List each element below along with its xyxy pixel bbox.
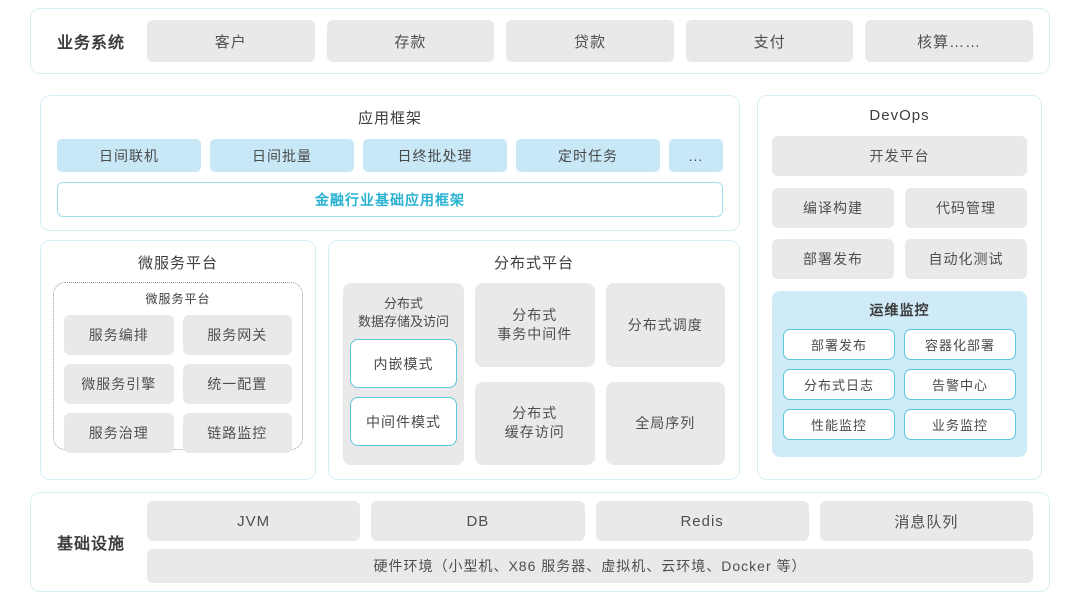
base-framework-bar: 金融行业基础应用框架: [57, 182, 723, 217]
devops-dev-platform: 开发平台: [772, 136, 1027, 176]
business-item-deposit: 存款: [326, 20, 495, 62]
module-daytime-batch: 日间批量: [210, 139, 354, 172]
monitor-containerized-deploy: 容器化部署: [904, 329, 1016, 360]
distributed-body: 分布式 数据存储及访问 内嵌模式 中间件模式 分布式 事务中间件 分布式 缓存访…: [343, 283, 725, 465]
ms-service-governance: 服务治理: [64, 413, 174, 453]
app-framework-section: 应用框架 日间联机 日间批量 日终批处理 定时任务 ... 金融行业基础应用框架: [40, 95, 740, 231]
business-item-payment: 支付: [685, 20, 854, 62]
business-item-customer: 客户: [147, 20, 315, 62]
distributed-col-right: 分布式调度 全局序列: [605, 283, 725, 465]
devops-code-management: 代码管理: [905, 188, 1027, 228]
distributed-global-sequence: 全局序列: [605, 381, 725, 465]
module-eod-batch: 日终批处理: [363, 139, 507, 172]
module-more: ...: [669, 139, 723, 172]
microservice-inner-title: 微服务平台: [145, 292, 211, 306]
infra-jvm: JVM: [147, 501, 361, 541]
distributed-title: 分布式平台: [493, 255, 574, 272]
storage-embedded-mode: 内嵌模式: [350, 339, 457, 389]
infra-db: DB: [371, 501, 585, 541]
ops-monitoring-title: 运维监控: [869, 302, 930, 318]
microservice-title: 微服务平台: [137, 255, 218, 272]
infrastructure-label: 基础设施: [56, 536, 125, 553]
infra-hardware-environment: 硬件环境（小型机、X86 服务器、虚拟机、云环境、Docker 等）: [147, 549, 1033, 583]
infrastructure-section: 基础设施 JVM DB Redis 消息队列 硬件环境（小型机、X86 服务器、…: [30, 492, 1050, 592]
module-scheduled-task: 定时任务: [516, 139, 660, 172]
ms-unified-config: 统一配置: [182, 364, 292, 404]
devops-deploy-release: 部署发布: [772, 239, 894, 279]
storage-middleware-mode: 中间件模式: [350, 397, 457, 447]
devops-automated-testing: 自动化测试: [905, 239, 1027, 279]
business-systems-label: 业务系统: [56, 35, 125, 52]
monitor-distributed-log: 分布式日志: [783, 369, 895, 400]
ops-monitoring-panel: 运维监控 部署发布 容器化部署 分布式日志 告警中心 性能监控 业务监控: [772, 291, 1027, 457]
distributed-platform-section: 分布式平台 分布式 数据存储及访问 内嵌模式 中间件模式 分布式 事务中间件 分…: [328, 240, 740, 480]
module-daytime-online: 日间联机: [57, 139, 201, 172]
business-item-accounting: 核算……: [865, 20, 1033, 62]
infra-message-queue: 消息队列: [819, 501, 1033, 541]
ms-service-orchestration: 服务编排: [64, 315, 174, 355]
monitor-alert-center: 告警中心: [904, 369, 1016, 400]
monitor-deploy-release: 部署发布: [783, 329, 895, 360]
business-item-loan: 贷款: [506, 20, 674, 62]
app-framework-modules: 日间联机 日间批量 日终批处理 定时任务 ...: [57, 139, 723, 172]
distributed-storage-label: 分布式 数据存储及访问: [357, 296, 449, 329]
ms-trace-monitoring: 链路监控: [182, 413, 292, 453]
distributed-transaction-middleware: 分布式 事务中间件: [475, 283, 595, 367]
business-systems-section: 业务系统 客户 存款 贷款 支付 核算……: [30, 8, 1050, 74]
devops-tools-grid: 编译构建 代码管理 部署发布 自动化测试: [772, 188, 1027, 279]
devops-compile-build: 编译构建: [772, 188, 894, 228]
monitor-performance: 性能监控: [783, 409, 895, 440]
distributed-storage-block: 分布式 数据存储及访问 内嵌模式 中间件模式: [343, 283, 464, 465]
microservice-inner-box: 微服务平台 服务编排 服务网关 微服务引擎 统一配置 服务治理 链路监控: [53, 282, 303, 453]
microservice-grid: 服务编排 服务网关 微服务引擎 统一配置 服务治理 链路监控: [64, 315, 292, 453]
distributed-col-middle: 分布式 事务中间件 分布式 缓存访问: [475, 283, 595, 465]
devops-title: DevOps: [869, 107, 930, 124]
infra-redis: Redis: [595, 501, 809, 541]
ms-service-gateway: 服务网关: [182, 315, 292, 355]
monitor-business: 业务监控: [904, 409, 1016, 440]
devops-section: DevOps 开发平台 编译构建 代码管理 部署发布 自动化测试 运维监控 部署…: [757, 95, 1042, 480]
infrastructure-row: JVM DB Redis 消息队列: [147, 501, 1033, 541]
ops-monitoring-grid: 部署发布 容器化部署 分布式日志 告警中心 性能监控 业务监控: [783, 329, 1016, 440]
ms-microservice-engine: 微服务引擎: [64, 364, 174, 404]
distributed-cache-access: 分布式 缓存访问: [475, 381, 595, 465]
app-framework-title: 应用框架: [357, 110, 422, 127]
infrastructure-body: JVM DB Redis 消息队列 硬件环境（小型机、X86 服务器、虚拟机、云…: [147, 501, 1033, 583]
microservice-platform-section: 微服务平台 微服务平台 服务编排 服务网关 微服务引擎 统一配置 服务治理 链路…: [40, 240, 316, 480]
distributed-scheduling: 分布式调度: [605, 283, 725, 367]
